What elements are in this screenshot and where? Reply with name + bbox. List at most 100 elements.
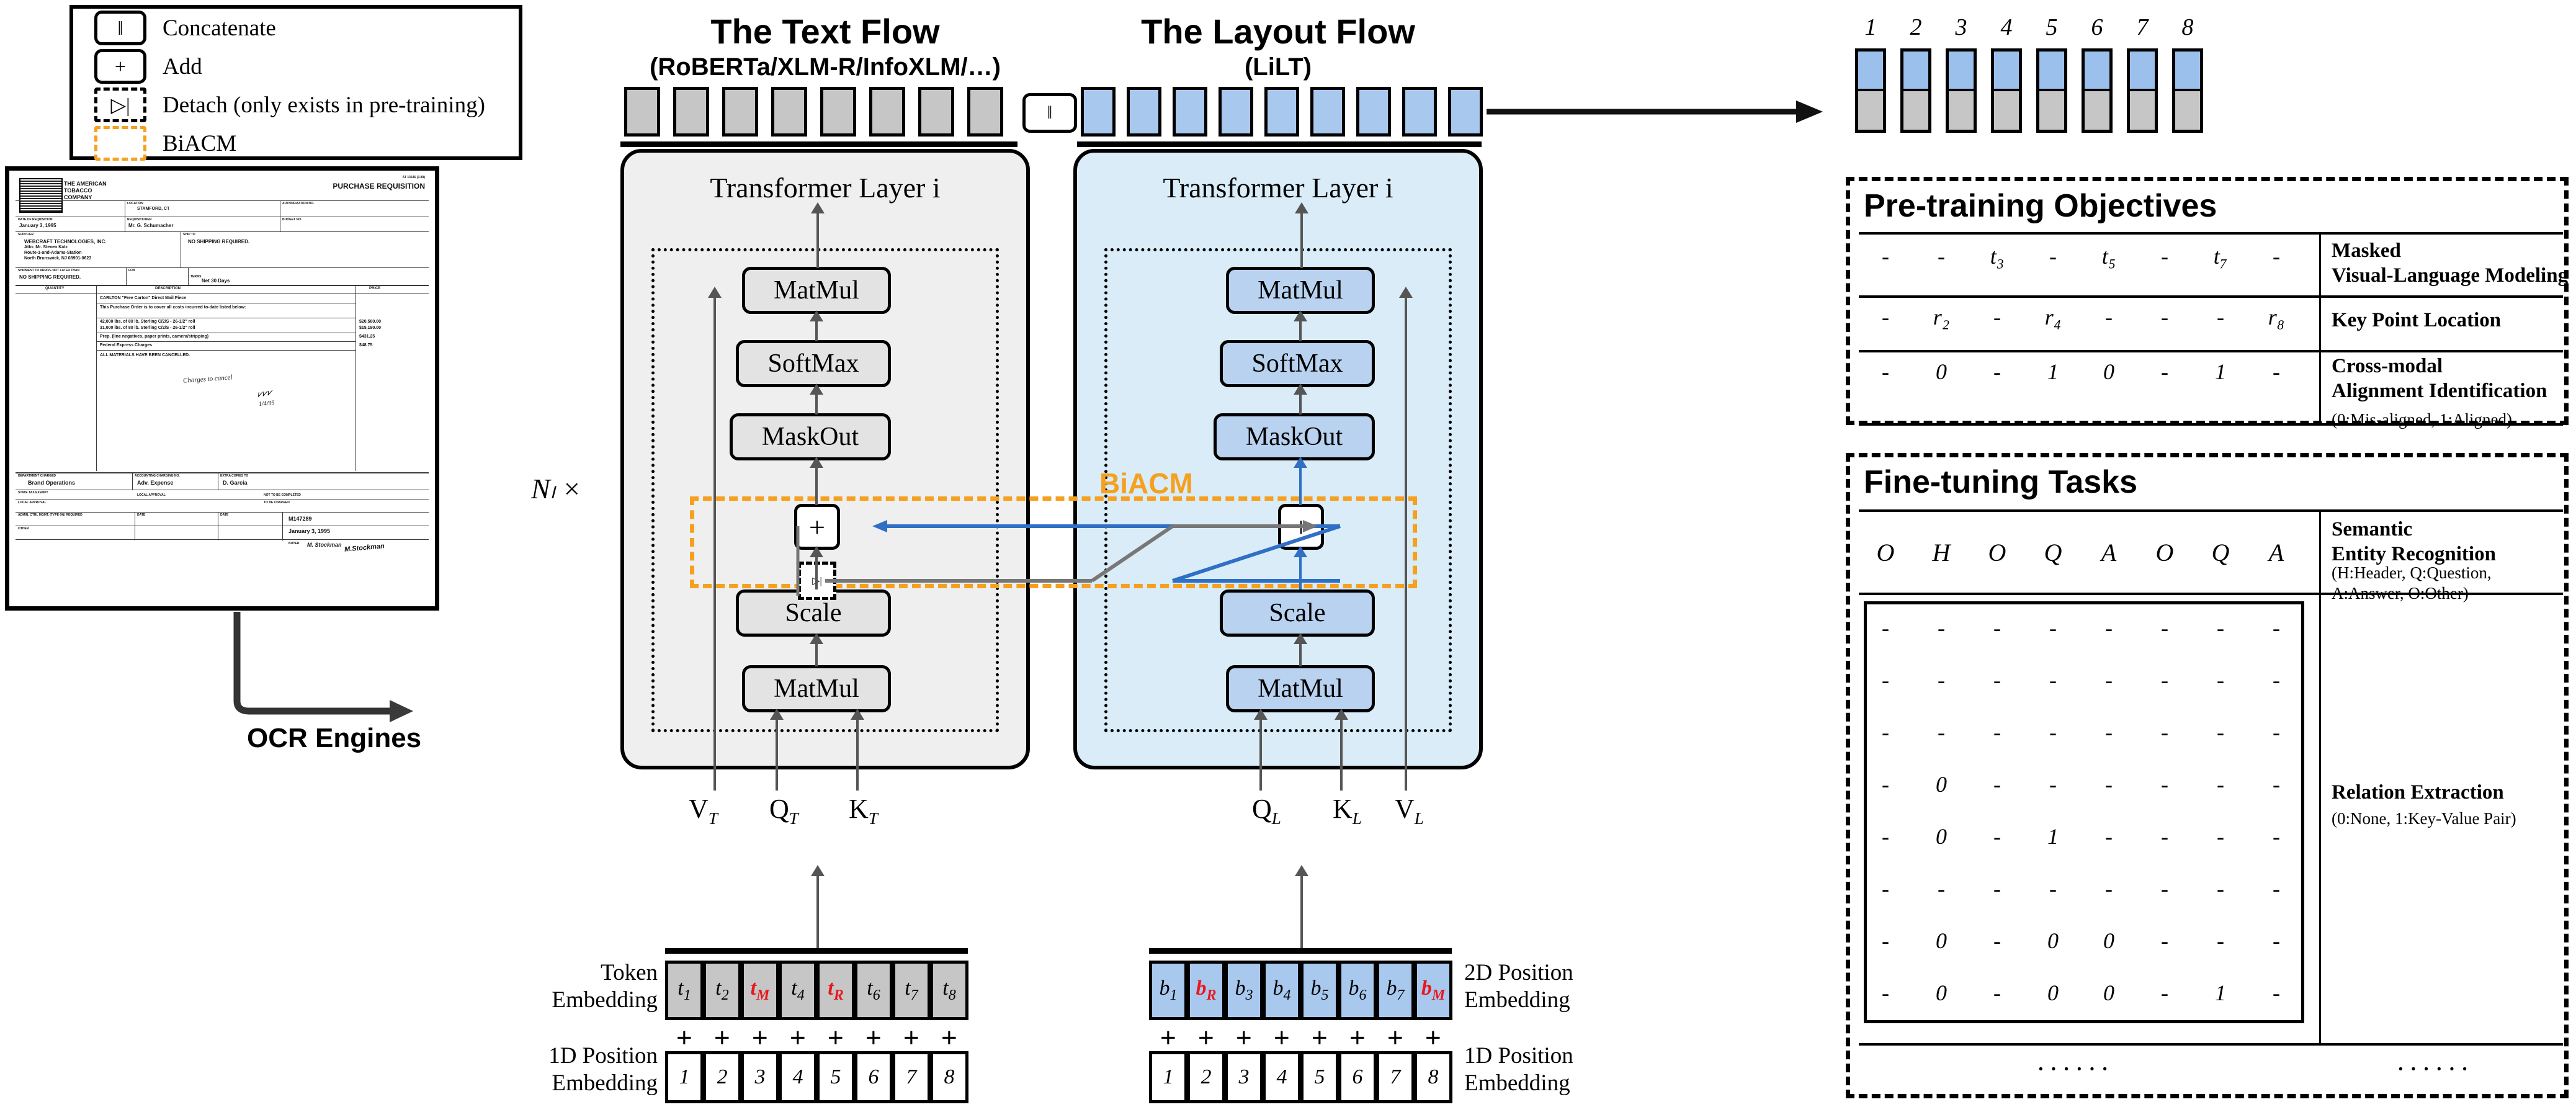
relation-matrix-cell: - xyxy=(2161,668,2168,692)
text-scale-to-add-line xyxy=(815,550,818,589)
relation-matrix-cell: - xyxy=(2217,928,2224,953)
pos2d-embedding-label: 2D Position Embedding xyxy=(1464,960,1573,1013)
output-text-segment xyxy=(1903,89,1928,130)
doc-row-price-2: $20,580.00 xyxy=(359,320,382,324)
doc-field-label-budget: BUDGET NO. xyxy=(282,218,302,222)
ocr-engines-label: OCR Engines xyxy=(247,723,422,753)
relation-matrix-box xyxy=(1864,601,2304,1023)
ser-task-name: Semantic Entity Recognition xyxy=(2332,518,2496,565)
relation-matrix-cell: - xyxy=(2217,876,2224,901)
relation-matrix-cell: - xyxy=(1993,720,2001,745)
biacm-wiring xyxy=(796,520,1341,596)
doc-field-value-req: Mr. G. Schumacher xyxy=(128,223,174,228)
text-input-v-base: V xyxy=(689,794,709,824)
layout-matmul-out-arrow xyxy=(1295,202,1308,213)
text-matmul-to-scale-line xyxy=(815,637,818,666)
relation-matrix-cell: - xyxy=(2161,824,2168,849)
relation-matrix-cell: - xyxy=(1993,928,2001,953)
doc-footer-label-localapproval: LOCAL APPROVAL xyxy=(18,501,47,504)
output-token-number: 2 xyxy=(1910,14,1922,40)
layout-maskout-to-softmax-arrow xyxy=(1294,383,1307,395)
doc-supplier-name: WEBCRAFT TECHNOLOGIES, INC. xyxy=(24,239,107,244)
layout-token-cell: bM xyxy=(1414,961,1452,1020)
text-output-cell xyxy=(624,87,660,137)
text-input-v-sub: T xyxy=(708,809,718,828)
layout-token-cell: bR xyxy=(1187,961,1225,1020)
output-layout-segment xyxy=(1858,52,1883,89)
text-output-cell xyxy=(771,87,807,137)
doc-footer-value-buyer: M. Stockman xyxy=(307,542,342,548)
doc-table-header-price: PRICE xyxy=(369,287,381,290)
doc-footer-check-1: LOCAL APPROVAL xyxy=(137,493,166,497)
ser-cell: O xyxy=(2155,539,2174,567)
text-value-bypass-arrow xyxy=(708,287,722,298)
relation-matrix-cell: 1 xyxy=(2047,824,2059,849)
relation-matrix-cell: - xyxy=(2049,616,2057,640)
pretraining-cell: - xyxy=(2161,305,2168,329)
layout-add-to-maskout-arrow xyxy=(1294,457,1307,468)
doc-arrive-value: NO SHIPPING REQUIRED. xyxy=(19,274,81,280)
relation-matrix-cell: - xyxy=(1882,720,1889,745)
text-plus-symbol: + xyxy=(752,1023,768,1053)
text-matmul-top: MatMul xyxy=(742,267,891,314)
text-position-cell: 7 xyxy=(892,1051,931,1103)
layout-matmul-to-scale-arrow xyxy=(1294,633,1307,644)
doc-field-value-date: January 3, 1995 xyxy=(19,223,56,228)
pretraining-cell: r₂ xyxy=(1933,305,1950,329)
output-text-segment xyxy=(1858,89,1883,130)
relation-matrix-cell: - xyxy=(1882,668,1889,692)
pretraining-title: Pre-training Objectives xyxy=(1864,188,2217,224)
pretraining-cell: - xyxy=(2273,359,2280,384)
finetuning-title: Fine-tuning Tasks xyxy=(1864,464,2138,500)
text-add-to-maskout-line xyxy=(815,460,818,505)
document-code: AT 13546 (3-89) xyxy=(402,176,425,179)
doc-footer-label-date3: DATE xyxy=(220,513,229,517)
relation-matrix-cell: - xyxy=(1938,876,1945,901)
doc-field-value-location: STAMFORD, CT xyxy=(137,207,170,211)
pretraining-cell: - xyxy=(2217,305,2224,329)
pretraining-cell: r₈ xyxy=(2268,305,2285,329)
doc-footer-label-acct: ACCOUNTING CHARGING NO. xyxy=(135,474,180,478)
layout-q-arrow xyxy=(1254,709,1268,720)
relation-matrix-cell: 0 xyxy=(1936,928,1947,953)
text-matmul-to-scale-arrow xyxy=(810,633,823,644)
doc-row-desc-6: ALL MATERIALS HAVE BEEN CANCELLED. xyxy=(100,353,190,357)
relation-matrix-cell: - xyxy=(2105,720,2113,745)
biacm-label: BiACM xyxy=(1099,467,1193,500)
text-k-arrow xyxy=(851,709,864,720)
output-token-number: 5 xyxy=(2046,14,2058,40)
text-token-cell: tR xyxy=(816,961,855,1020)
output-token-number: 7 xyxy=(2136,14,2149,40)
doc-footer-label-dept: DEPARTMENT CHARGED xyxy=(18,474,56,478)
layout-maskout: MaskOut xyxy=(1214,413,1375,460)
doc-field-label-location: LOCATION xyxy=(127,202,143,205)
layout-embed-to-panel-line xyxy=(1300,869,1303,948)
output-token-number: 3 xyxy=(1955,14,1967,40)
relation-matrix-cell: 0 xyxy=(1936,824,1947,849)
text-q-line xyxy=(776,712,778,791)
concatenate-operator-icon: ‖ xyxy=(1022,93,1077,133)
pretraining-cell: - xyxy=(1993,359,2001,384)
pretraining-cell: t₃ xyxy=(1990,244,2005,269)
doc-footer-value-copies: D. Garcia xyxy=(223,480,248,486)
relation-matrix-cell: - xyxy=(2217,616,2224,640)
text-layer-title: Transformer Layer i xyxy=(710,172,941,204)
layout-softmax-to-matmul-line xyxy=(1299,314,1302,341)
output-text-segment xyxy=(1949,89,1974,130)
relation-matrix-cell: - xyxy=(2105,616,2113,640)
text-input-k-sub: T xyxy=(868,809,878,828)
output-token-bar xyxy=(2172,48,2203,133)
ser-cell: O xyxy=(1988,539,2006,567)
pretraining-cell: - xyxy=(1993,305,2001,329)
relation-matrix-cell: - xyxy=(2217,772,2224,797)
layout-token-cell: b3 xyxy=(1225,961,1263,1020)
relation-matrix-cell: - xyxy=(1882,772,1889,797)
document-company: THE AMERICAN TOBACCO COMPANY xyxy=(64,181,107,200)
text-embed-to-panel-arrow xyxy=(811,865,825,876)
ellipsis-right: ······ xyxy=(2396,1054,2473,1084)
text-scale-to-add-arrow xyxy=(810,546,823,557)
layout-token-cell: b4 xyxy=(1263,961,1301,1020)
text-token-cell: t4 xyxy=(779,961,817,1020)
layout-plus-symbol: + xyxy=(1160,1023,1176,1053)
ser-task-note: (H:Header, Q:Question, A:Answer, O:Other… xyxy=(2332,563,2492,603)
